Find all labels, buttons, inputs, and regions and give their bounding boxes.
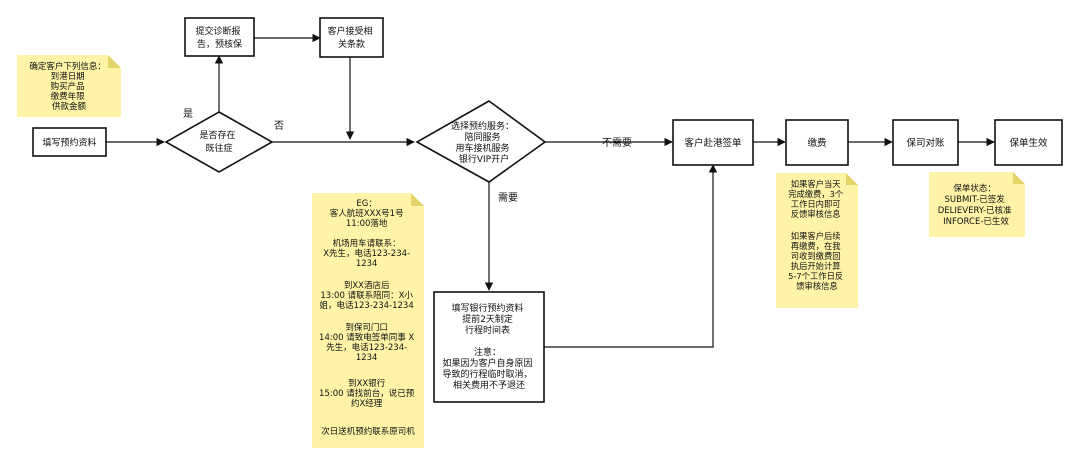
edge-label-no: 否 [274,120,284,132]
note-status: 保单状态： SUBMIT-已签发 DELIEVERY-已核准 INFORCE-已… [929,172,1025,237]
node-submit-report-label: 提交诊断报 告，预核保 [196,25,244,50]
node-effective[interactable]: 保单生效 [994,119,1063,166]
node-submit-report[interactable]: 提交诊断报 告，预核保 [184,17,255,57]
node-select-service-label: 选择预约服务： 陪同服务 用车接机服务 银行VIP开户 [451,120,517,165]
note-payment-text: 如果客户当天 完成缴费，3个 工作日内即可 反馈审核信息 如果客户后续 再缴费，… [788,179,846,291]
node-reconcile-label: 保司对账 [906,137,945,149]
note-status-text: 保单状态： SUBMIT-已签发 DELIEVERY-已核准 INFORCE-已… [938,183,1015,227]
note-payment: 如果客户当天 完成缴费，3个 工作日内即可 反馈审核信息 如果客户后续 再缴费，… [776,173,858,308]
node-fill-info[interactable]: 填写预约资料 [32,127,107,157]
note-itinerary-text: EG： 客人航班XXX号1号 11:00落地 机场用车请联系： X先生，电话12… [319,199,417,437]
node-accept-clause-label: 客户接受相 关条款 [328,25,376,50]
node-has-history-label: 是否存在 既往症 [200,129,239,154]
node-has-history[interactable]: 是否存在 既往症 [164,111,274,173]
node-fill-info-label: 填写预约资料 [42,137,96,149]
node-bank-form-label: 填写银行预约资料 提前2天制定 行程时间表 注意： 如果因为客户自身原因 导致的… [443,302,536,391]
edge-label-not-needed: 不需要 [602,137,632,149]
edge-label-needed: 需要 [498,192,518,204]
node-reconcile[interactable]: 保司对账 [892,119,959,166]
node-select-service[interactable]: 选择预约服务： 陪同服务 用车接机服务 银行VIP开户 [415,100,547,183]
node-pay-label: 缴费 [807,137,826,149]
edge-label-yes: 是 [183,108,193,120]
node-effective-label: 保单生效 [1009,137,1048,149]
note-confirm-text: 确定客户下列信息： 到港日期 购买产品 缴费年限 供款金额 [29,61,108,112]
node-accept-clause[interactable]: 客户接受相 关条款 [319,17,384,58]
node-pay[interactable]: 缴费 [785,119,849,166]
note-itinerary: EG： 客人航班XXX号1号 11:00落地 机场用车请联系： X先生，电话12… [312,193,424,448]
note-confirm: 确定客户下列信息： 到港日期 购买产品 缴费年限 供款金额 [17,55,121,117]
node-sign-label: 客户赴港签单 [684,137,742,149]
edge-bank-to-sign [544,164,718,348]
node-bank-form[interactable]: 填写银行预约资料 提前2天制定 行程时间表 注意： 如果因为客户自身原因 导致的… [433,291,545,403]
node-sign[interactable]: 客户赴港签单 [672,119,754,166]
